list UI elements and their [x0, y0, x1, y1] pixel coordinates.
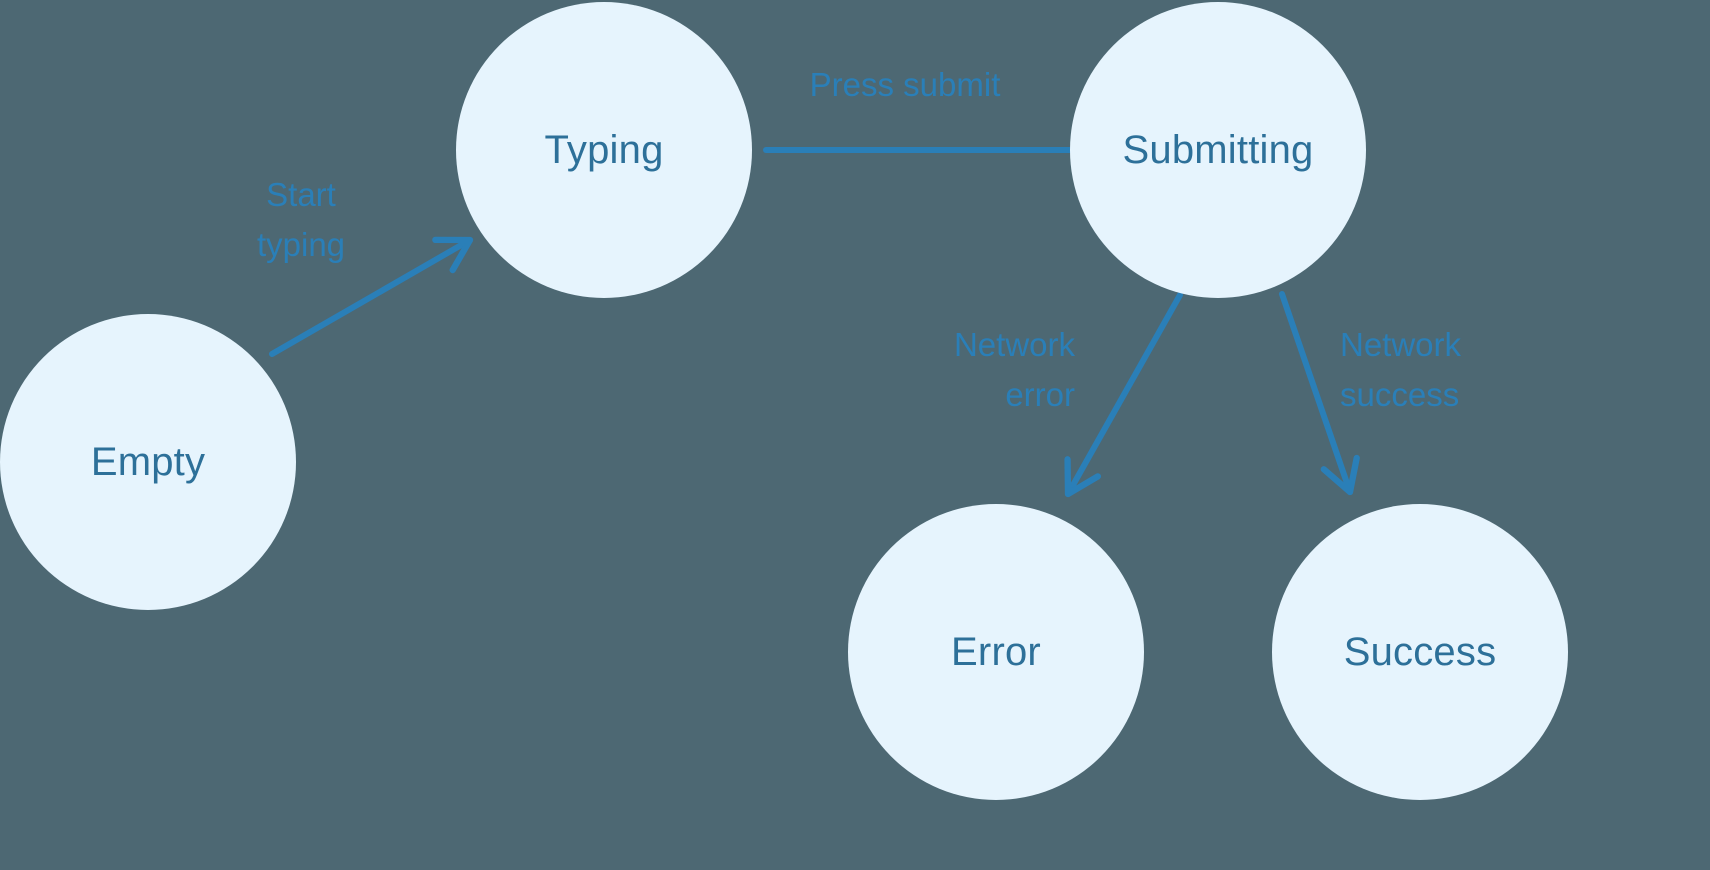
- transition-label-submitting-to-error: Network error: [953, 326, 1075, 414]
- state-node-label: Success: [1343, 630, 1497, 674]
- transition-arrow-submitting-to-error: [1064, 292, 1183, 498]
- transition-label-typing-to-submitting: Press submit: [809, 66, 1001, 103]
- transition-arrow-empty-to-typing: [269, 236, 474, 357]
- transition-label-submitting-to-success: Network success: [1340, 326, 1462, 414]
- state-node-success[interactable]: Success: [1272, 504, 1568, 800]
- state-node-empty[interactable]: Empty: [0, 314, 296, 610]
- state-node-submitting[interactable]: Submitting: [1070, 2, 1366, 298]
- state-node-label: Error: [951, 630, 1041, 674]
- state-node-error[interactable]: Error: [848, 504, 1144, 800]
- state-node-label: Typing: [544, 128, 664, 172]
- state-node-typing[interactable]: Typing: [456, 2, 752, 298]
- transition-label-empty-to-typing: Start typing: [256, 176, 346, 264]
- transition-arrow-submitting-to-success: [1279, 291, 1360, 496]
- state-node-label: Empty: [90, 440, 206, 484]
- state-node-label: Submitting: [1122, 128, 1314, 172]
